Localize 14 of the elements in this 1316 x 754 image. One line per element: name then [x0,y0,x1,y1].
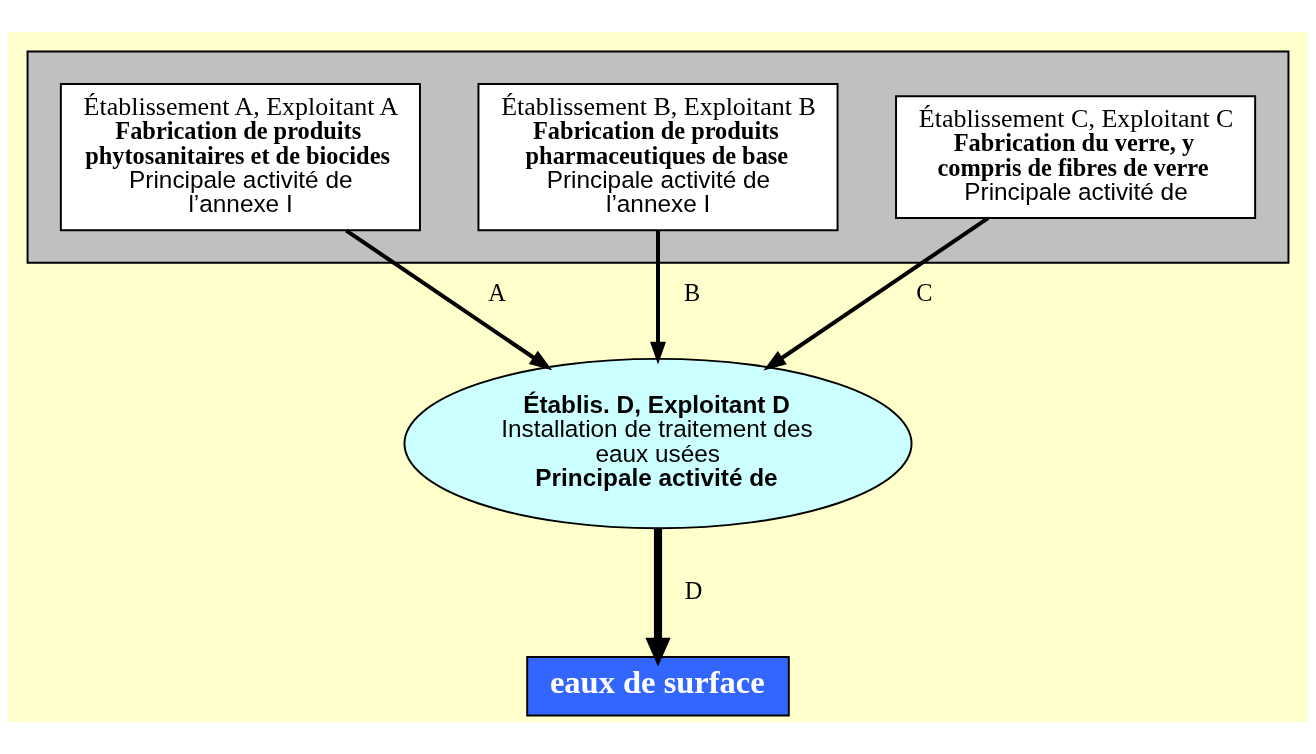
node-box: Établissement B, Exploitant B Fabrication de produits pharmaceutiques de base Principale activité de l’annexe I [477,83,839,232]
node-box: Établissement C, Exploitant C Fabrication du verre, y compris de fibres de verre Principale activité de [895,95,1257,220]
edge-label: A [488,278,506,306]
arrow [763,216,990,371]
arrow [645,528,671,667]
edge-label: B [684,278,701,306]
node-ellipse: Établis. D, Exploitant D Installation de traitement des eaux usées Principale activité de [403,357,913,530]
cluster [26,50,1290,264]
node-box: eaux de surface [526,656,790,717]
arrow [345,228,553,371]
node-box: Établissement A, Exploitant A Fabrication de produits phytosanitaires et de biocides Principale activité de l’annexe I [59,83,421,232]
edge-label: D [684,577,703,605]
edge-label: C [916,278,933,306]
arrow [650,230,666,365]
